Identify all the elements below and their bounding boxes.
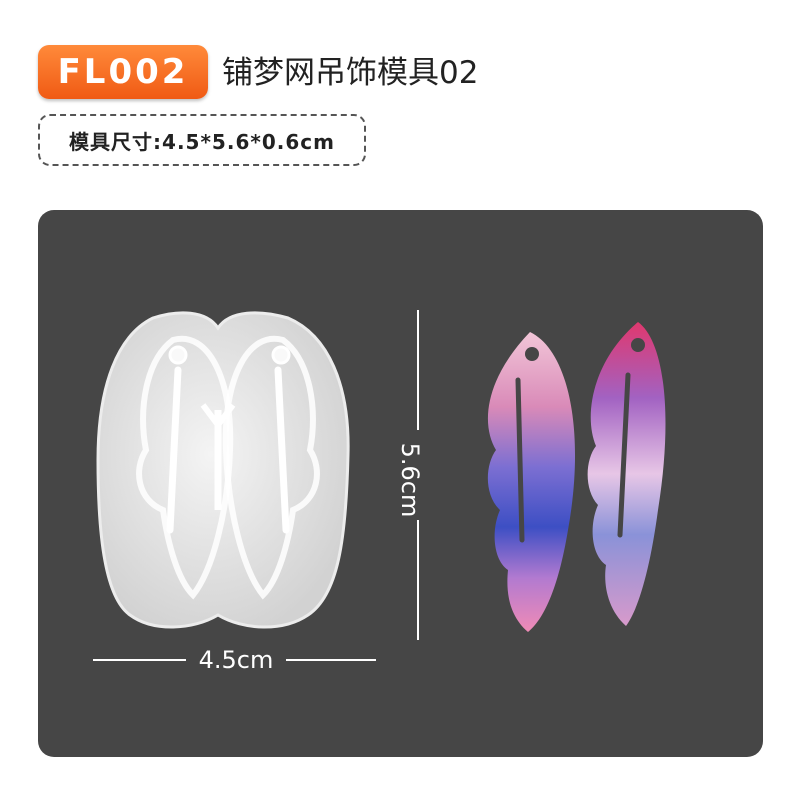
- feather-pendant-left: [487, 332, 576, 632]
- product-code-badge: FL002: [38, 45, 208, 99]
- product-title: 铺梦网吊饰模具02: [222, 55, 479, 91]
- feather-pendant-right: [587, 322, 666, 626]
- height-dimension-label: 5.6cm: [396, 440, 424, 520]
- mold-size-text: 模具尺寸:4.5*5.6*0.6cm: [69, 129, 335, 154]
- width-dimension-label: 4.5cm: [186, 646, 286, 674]
- mold-size-box: 模具尺寸:4.5*5.6*0.6cm: [38, 114, 366, 166]
- product-photo: 4.5cm 5.6cm: [38, 210, 763, 757]
- photo-illustration: [93, 310, 666, 661]
- silicone-mold: [96, 311, 350, 629]
